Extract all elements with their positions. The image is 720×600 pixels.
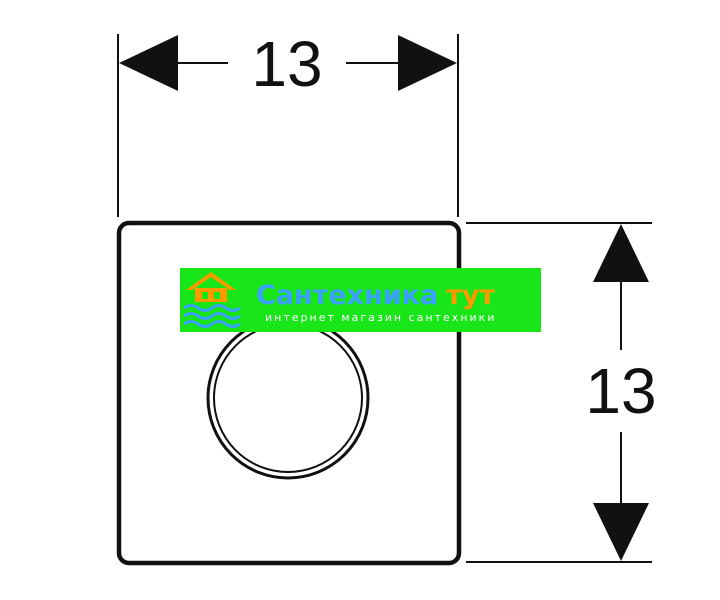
flush-button — [206, 316, 370, 480]
watermark-background — [180, 268, 541, 332]
flush-button-inner-ring — [213, 323, 363, 473]
height-arrow-up-icon — [593, 224, 649, 282]
width-arrow-right-icon — [398, 35, 457, 91]
watermark-title-part1: Сантехника — [256, 280, 438, 311]
watermark-title: Сантехника тут — [256, 280, 495, 311]
width-dimension: 13 — [117, 28, 459, 217]
flush-plate-outline — [116, 220, 462, 566]
house-on-water-icon — [183, 272, 241, 328]
watermark-title-part2: тут — [446, 280, 495, 311]
watermark-subtitle: интернет магазин сантехники — [265, 311, 496, 324]
height-label: 13 — [585, 355, 656, 427]
width-arrow-left-icon — [119, 35, 178, 91]
height-dimension: 13 — [466, 222, 657, 563]
flush-button-outer-ring — [206, 316, 370, 480]
watermark-logo: Сантехника тут интернет магазин сантехник… — [180, 268, 541, 332]
width-label: 13 — [251, 28, 322, 100]
height-arrow-down-icon — [593, 503, 649, 561]
